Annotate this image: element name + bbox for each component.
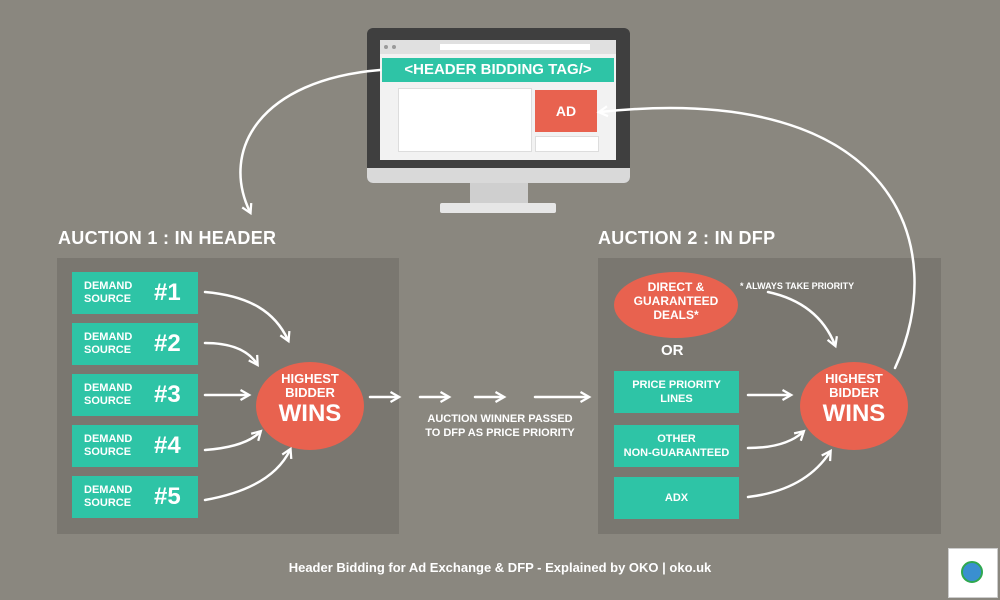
- price-priority-lines: PRICE PRIORITY LINES: [614, 371, 739, 413]
- direct-line1: DIRECT &: [647, 280, 705, 294]
- other-non-guaranteed: OTHER NON-GUARANTEED: [614, 425, 739, 467]
- demand-source-number: #4: [154, 432, 181, 459]
- auction2-title: AUCTION 2 : IN DFP: [598, 228, 776, 248]
- arrow-other: [746, 429, 806, 450]
- demand-source-3: DEMAND SOURCE #3: [72, 374, 198, 416]
- header-bidding-tag: <HEADER BIDDING TAG/>: [382, 58, 614, 82]
- monitor-stand: [440, 203, 556, 213]
- demand-source-label: DEMAND SOURCE: [84, 433, 133, 458]
- demand-source-2: DEMAND SOURCE #2: [72, 323, 198, 365]
- demand-source-number: #2: [154, 330, 181, 357]
- winner-line3: WINS: [278, 400, 342, 427]
- other-line1: OTHER: [657, 433, 696, 445]
- arrow-source5: [203, 446, 293, 502]
- corner-logo: [948, 548, 998, 598]
- demand-source-1: DEMAND SOURCE #1: [72, 272, 198, 314]
- caption-line1: AUCTION WINNER PASSED: [427, 413, 573, 425]
- browser-dot: [384, 45, 388, 49]
- priority-note: * ALWAYS TAKE PRIORITY: [740, 281, 855, 291]
- page-content-strip: [535, 136, 599, 152]
- monitor-neck: [470, 183, 528, 205]
- price-priority-line1: PRICE PRIORITY: [632, 379, 721, 391]
- or-label: OR: [661, 342, 684, 359]
- demand-source-5: DEMAND SOURCE #5: [72, 476, 198, 518]
- winner-line3: WINS: [822, 400, 886, 427]
- arrow-adx: [746, 449, 832, 499]
- auction1-winner: HIGHEST BIDDER WINS: [256, 362, 364, 450]
- caption-line2: TO DFP AS PRICE PRIORITY: [425, 427, 575, 439]
- demand-source-number: #5: [154, 483, 181, 510]
- auction1-title: AUCTION 1 : IN HEADER: [58, 228, 277, 248]
- arrow-source2: [203, 341, 259, 367]
- demand-source-number: #1: [154, 279, 181, 306]
- adx-line1: ADX: [664, 492, 689, 504]
- browser-address: [440, 44, 590, 50]
- other-line2: NON-GUARANTEED: [623, 447, 730, 459]
- auction2-winner: HIGHEST BIDDER WINS: [800, 362, 908, 450]
- monitor-chin: [367, 168, 630, 183]
- direct-line3: DEALS*: [653, 308, 699, 322]
- direct-guaranteed-deals: DIRECT & GUARANTEED DEALS*: [614, 272, 738, 338]
- browser-dot: [392, 45, 396, 49]
- winner-passed-caption: AUCTION WINNER PASSED TO DFP AS PRICE PR…: [400, 412, 600, 440]
- adx: ADX: [614, 477, 739, 519]
- direct-line2: GUARANTEED: [633, 294, 719, 308]
- winner-line2: BIDDER: [829, 385, 879, 400]
- ad-slot: AD: [535, 90, 597, 132]
- arrow-auction2-to-ad: [596, 105, 916, 370]
- demand-source-label: DEMAND SOURCE: [84, 382, 133, 407]
- winner-line2: BIDDER: [285, 385, 335, 400]
- footer-caption: Header Bidding for Ad Exchange & DFP - E…: [288, 560, 712, 575]
- demand-source-label: DEMAND SOURCE: [84, 484, 133, 509]
- arrow-source4: [203, 429, 263, 452]
- demand-source-number: #3: [154, 381, 181, 408]
- demand-source-4: DEMAND SOURCE #4: [72, 425, 198, 467]
- globe-icon: [961, 561, 983, 583]
- demand-source-label: DEMAND SOURCE: [84, 280, 133, 305]
- page-content-block: [398, 88, 532, 152]
- price-priority-line2: LINES: [660, 393, 693, 405]
- arrow-tag-to-auction1: [239, 68, 382, 216]
- winner-line1: HIGHEST: [825, 371, 883, 386]
- arrow-direct: [766, 290, 838, 349]
- demand-source-label: DEMAND SOURCE: [84, 331, 133, 356]
- winner-line1: HIGHEST: [281, 371, 339, 386]
- arrow-source1: [203, 290, 291, 344]
